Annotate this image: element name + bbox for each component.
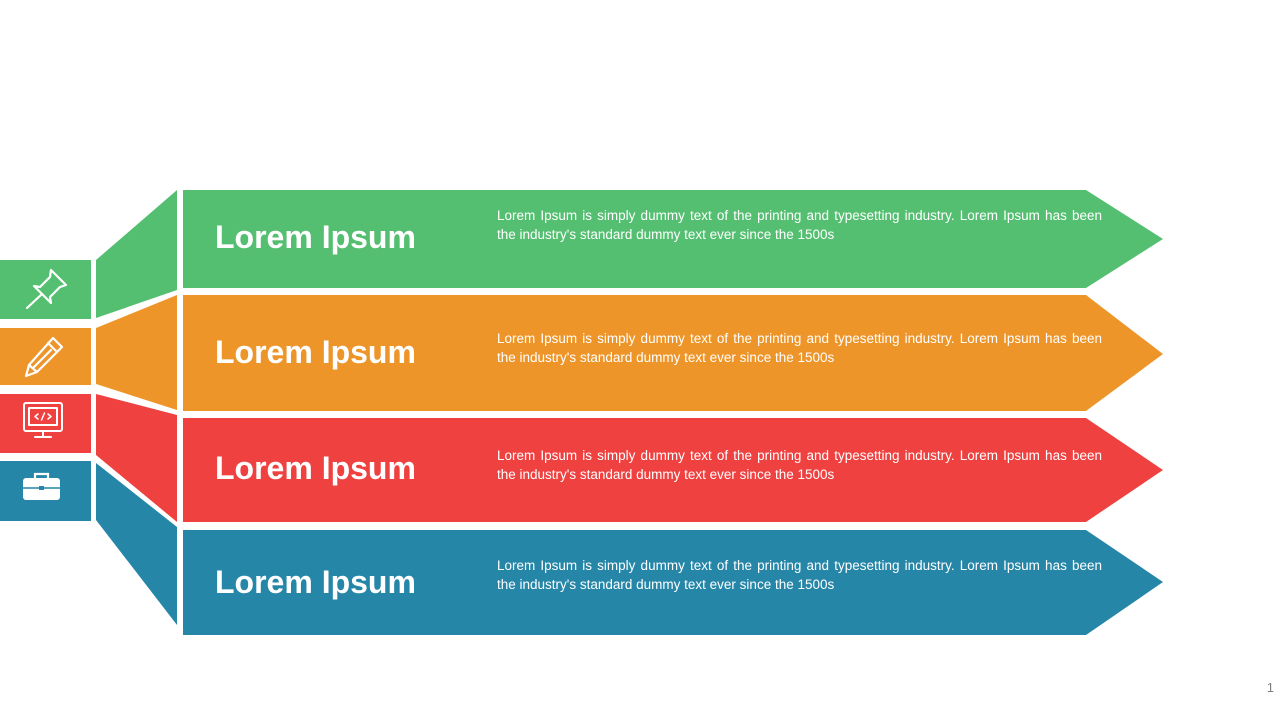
pushpin-icon	[25, 268, 68, 310]
row-1-heading: Lorem Ipsum	[215, 219, 416, 255]
row-3-heading: Lorem Ipsum	[215, 450, 416, 486]
monitor-code-icon	[23, 402, 63, 438]
row-2-description: Lorem Ipsum is simply dummy text of the …	[497, 331, 1102, 365]
arrow-band-orange	[183, 295, 1163, 411]
connector-orange	[96, 295, 177, 410]
arrow-band-blue	[183, 530, 1163, 635]
connector-green	[96, 190, 177, 318]
briefcase-icon	[23, 472, 60, 500]
connector-red	[96, 394, 177, 522]
arrow-band-green	[183, 190, 1163, 288]
row-4-description: Lorem Ipsum is simply dummy text of the …	[497, 558, 1102, 592]
pencil-icon	[24, 336, 64, 378]
row-1-description: Lorem Ipsum is simply dummy text of the …	[497, 208, 1102, 242]
arrow-band-red	[183, 418, 1163, 522]
icon-tile-green	[0, 260, 91, 319]
row-3-description: Lorem Ipsum is simply dummy text of the …	[497, 448, 1102, 482]
connector-blue	[96, 463, 177, 625]
row-2-heading: Lorem Ipsum	[215, 334, 416, 370]
row-4-heading: Lorem Ipsum	[215, 564, 416, 600]
page-number: 1	[1266, 680, 1274, 695]
